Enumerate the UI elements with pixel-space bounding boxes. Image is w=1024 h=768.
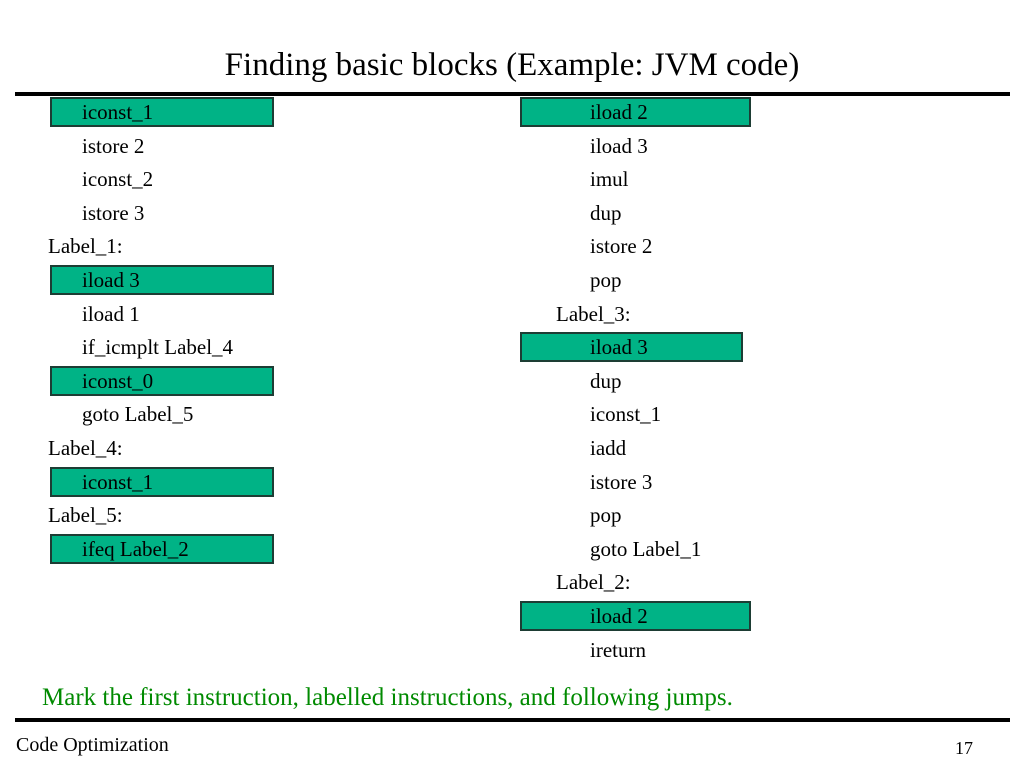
code-line-text: goto Label_5 xyxy=(82,402,194,427)
code-instruction-line: ireturn xyxy=(556,634,996,668)
code-instruction-line: istore 3 xyxy=(48,197,478,231)
basic-block-marker xyxy=(50,365,274,396)
basic-block-marker xyxy=(50,264,274,295)
code-line-text: ifeq Label_2 xyxy=(82,536,189,561)
code-instruction-line: goto Label_1 xyxy=(556,533,996,567)
code-line-text: istore 3 xyxy=(590,469,653,494)
code-line-text: pop xyxy=(590,503,622,528)
basic-block-marker xyxy=(520,332,743,363)
code-line-text: pop xyxy=(590,267,622,292)
code-line-text: iload 2 xyxy=(590,100,648,124)
code-line-text: iload 2 xyxy=(590,603,648,628)
code-instruction-line: pop xyxy=(556,499,996,533)
code-line-text: istore 2 xyxy=(590,234,653,259)
basic-block-marker xyxy=(520,97,751,127)
code-line-text: iadd xyxy=(590,435,627,460)
code-line-text: iconst_1 xyxy=(82,469,154,494)
basic-block-marker xyxy=(50,466,274,497)
code-instruction-line: iload 3 xyxy=(520,331,996,365)
code-instruction-line: iload 3 xyxy=(48,264,478,298)
code-line-text: iload 3 xyxy=(590,335,648,360)
code-line-text: ireturn xyxy=(590,637,646,662)
code-line-text: dup xyxy=(590,368,622,393)
slide-title: Finding basic blocks (Example: JVM code) xyxy=(224,47,800,84)
code-instruction-line: pop xyxy=(556,264,996,298)
code-label-line: Label_5: xyxy=(48,499,478,533)
code-instruction-line: if_icmplt Label_4 xyxy=(48,331,478,365)
slide-caption: Mark the first instruction, labelled ins… xyxy=(42,684,733,711)
footer-course-label: Code Optimization xyxy=(16,734,169,756)
code-instruction-line: goto Label_5 xyxy=(48,398,478,432)
code-line-text: iconst_1 xyxy=(590,402,662,427)
code-instruction-line: istore 2 xyxy=(48,130,478,164)
code-instruction-line: iconst_2 xyxy=(48,163,478,197)
code-line-text: iconst_0 xyxy=(82,368,154,393)
code-line-text: Label_3: xyxy=(556,301,631,326)
code-instruction-line: dup xyxy=(556,365,996,399)
code-line-text: imul xyxy=(590,167,629,192)
code-line-text: iload 3 xyxy=(82,267,140,292)
basic-block-marker xyxy=(50,97,274,127)
basic-block-marker xyxy=(50,533,274,564)
header-divider xyxy=(15,92,1010,96)
code-line-text: Label_2: xyxy=(556,570,631,595)
code-line-text: iconst_1 xyxy=(82,100,154,124)
code-instruction-line: iconst_1 xyxy=(556,398,996,432)
code-label-line: Label_1: xyxy=(48,230,478,264)
code-line-text: if_icmplt Label_4 xyxy=(82,335,234,360)
code-instruction-line: iadd xyxy=(556,432,996,466)
basic-block-marker xyxy=(520,600,751,631)
code-label-line: Label_2: xyxy=(556,566,996,600)
code-line-text: istore 3 xyxy=(82,200,145,225)
footer-page-number: 17 xyxy=(955,738,973,758)
code-instruction-line: iload 1 xyxy=(48,298,478,332)
code-instruction-line: iload 2 xyxy=(520,96,996,130)
code-line-text: Label_1: xyxy=(48,234,123,259)
footer-divider xyxy=(15,718,1010,722)
code-instruction-line: iload 2 xyxy=(520,600,996,634)
code-line-text: goto Label_1 xyxy=(590,536,702,561)
code-instruction-line: ifeq Label_2 xyxy=(48,533,478,567)
code-line-text: Label_5: xyxy=(48,503,123,528)
code-instruction-line: iconst_1 xyxy=(48,96,478,130)
code-line-text: iconst_2 xyxy=(82,167,154,192)
code-instruction-line: iconst_0 xyxy=(48,365,478,399)
code-label-line: Label_3: xyxy=(556,298,996,332)
code-line-text: dup xyxy=(590,200,622,225)
code-line-text: iload 1 xyxy=(82,301,140,326)
code-instruction-line: iload 3 xyxy=(556,130,996,164)
code-instruction-line: iconst_1 xyxy=(48,466,478,500)
code-label-line: Label_4: xyxy=(48,432,478,466)
code-line-text: Label_4: xyxy=(48,435,123,460)
code-line-text: istore 2 xyxy=(82,133,145,158)
code-instruction-line: istore 3 xyxy=(556,466,996,500)
code-line-text: iload 3 xyxy=(590,133,648,158)
code-instruction-line: istore 2 xyxy=(556,230,996,264)
code-instruction-line: dup xyxy=(556,197,996,231)
code-instruction-line: imul xyxy=(556,163,996,197)
